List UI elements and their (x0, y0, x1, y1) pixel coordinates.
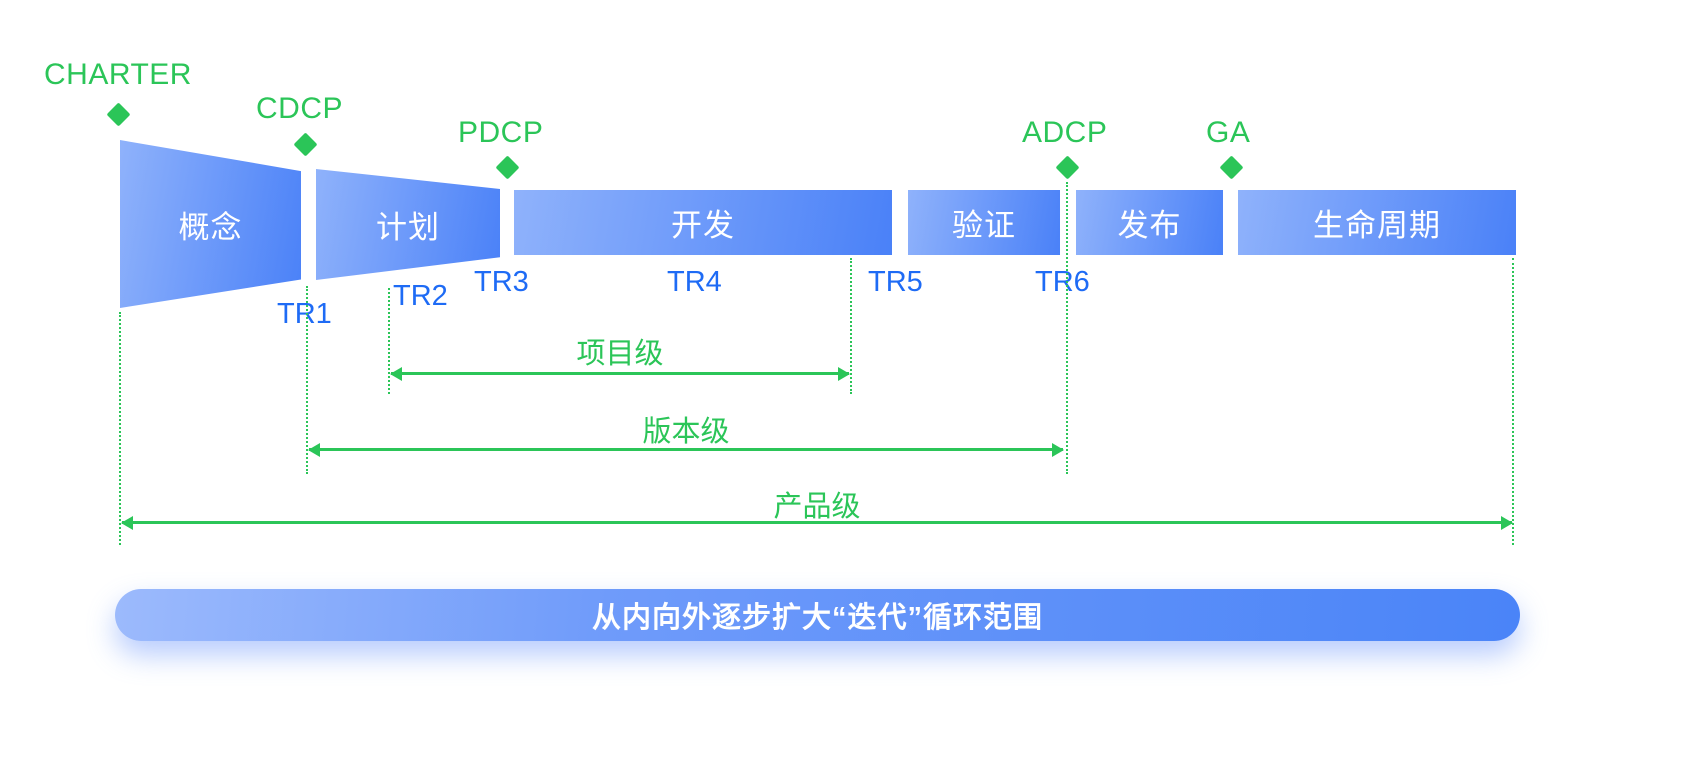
milestone-charter-diamond-icon (106, 102, 131, 127)
scope-project-guide-left (388, 288, 390, 394)
scope-version-arrow (309, 448, 1063, 451)
scope-project-label: 项目级 (576, 338, 664, 370)
milestone-pdcp-label: PDCP (458, 116, 544, 149)
milestone-pdcp-diamond-icon (495, 155, 520, 180)
iteration-scope-banner: 从内向外逐步扩大“迭代”循环范围 (115, 589, 1520, 641)
scope-product-arrow (122, 521, 1512, 524)
gate-tr5-label: TR5 (868, 266, 923, 298)
milestone-adcp-label: ADCP (1022, 116, 1108, 149)
scope-version-guide-left (306, 286, 308, 474)
milestone-ga-diamond-icon (1219, 155, 1244, 180)
phase-verify: 验证 (908, 190, 1060, 255)
gate-tr3-label: TR3 (474, 266, 529, 298)
gate-tr4-label: TR4 (667, 266, 722, 298)
phase-develop: 开发 (514, 190, 892, 255)
gate-tr6-label: TR6 (1035, 266, 1090, 298)
milestone-adcp-diamond-icon (1055, 155, 1080, 180)
milestone-ga-label: GA (1206, 116, 1251, 149)
scope-version-guide-right (1066, 182, 1068, 474)
gate-tr2-label: TR2 (393, 280, 448, 312)
scope-project-arrow (391, 372, 849, 375)
scope-project-guide-right (850, 258, 852, 394)
milestone-cdcp-label: CDCP (256, 92, 344, 125)
scope-product-guide-right (1512, 258, 1514, 545)
milestone-charter-label: CHARTER (44, 58, 192, 91)
milestone-cdcp-diamond-icon (293, 132, 318, 157)
scope-product-label: 产品级 (773, 491, 861, 523)
scope-version-label: 版本级 (642, 416, 730, 448)
phase-plan: 计划 (316, 169, 500, 280)
phase-concept: 概念 (120, 140, 301, 308)
gate-tr1-label: TR1 (277, 298, 332, 330)
phase-lifecycle: 生命周期 (1238, 190, 1516, 255)
phase-release: 发布 (1076, 190, 1223, 255)
scope-product-guide-left (119, 312, 121, 545)
